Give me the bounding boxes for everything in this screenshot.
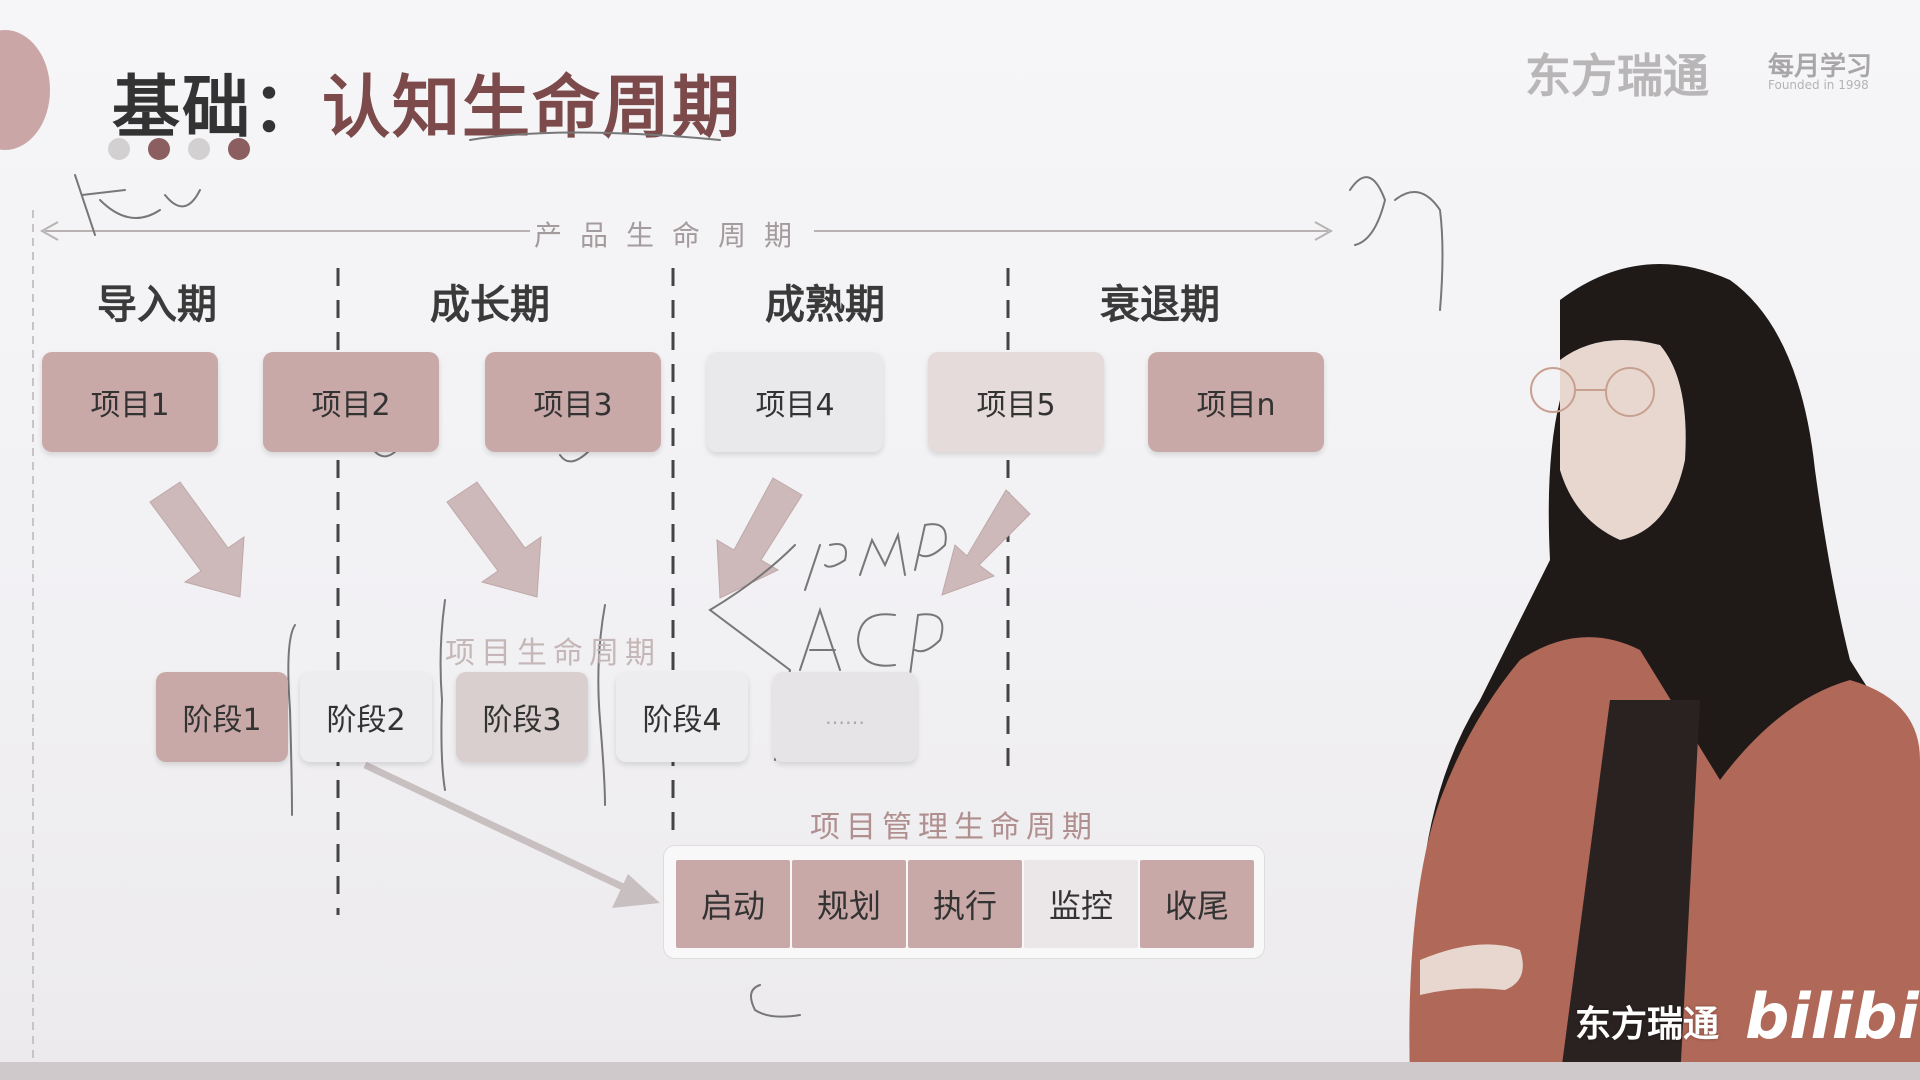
pm-closing: 收尾 [1140,860,1254,948]
pm-executing: 执行 [908,860,1022,948]
stage-box-more: …… [773,672,917,762]
phase-growth: 成长期 [430,282,550,328]
pm-lifecycle-label: 项目管理生命周期 [810,810,1098,845]
project-box-n: 项目n [1148,352,1324,452]
dot-icon [188,138,210,160]
stage-box-2: 阶段2 [300,672,432,762]
title-prefix: 基础： [112,69,323,148]
stage-box-3: 阶段3 [456,672,588,762]
dot-icon [228,138,250,160]
brand-tagline: Founded in 1998 [1768,78,1869,92]
phase-decline: 衰退期 [1100,282,1220,328]
pm-monitoring: 监控 [1024,860,1138,948]
product-lifecycle-label: 产品生命周期 [530,214,815,254]
title-main: 认知生命周期 [322,69,743,148]
project-box-1: 项目1 [42,352,218,452]
project-box-5: 项目5 [928,352,1104,452]
brand-logo: 东方瑞通 [1525,49,1709,103]
project-box-2: 项目2 [263,352,439,452]
page-title: 基础：认知生命周期 [112,52,742,151]
bottom-bar [0,1062,1920,1080]
dot-icon [108,138,130,160]
project-box-4: 项目4 [707,352,883,452]
pm-planning: 规划 [792,860,906,948]
stage-box-1: 阶段1 [156,672,288,762]
project-box-3: 项目3 [485,352,661,452]
brand-sub-logo: 每月学习 [1768,52,1873,82]
project-lifecycle-label: 项目生命周期 [445,636,661,671]
watermark-bilibili: bilibili [1745,980,1920,1053]
watermark-brand: 东方瑞通 [1575,1004,1720,1045]
pm-initiating: 启动 [676,860,790,948]
phase-intro: 导入期 [97,282,217,328]
stage-box-4: 阶段4 [616,672,748,762]
phase-maturity: 成熟期 [765,282,885,328]
title-dots [108,138,250,160]
dot-icon [148,138,170,160]
